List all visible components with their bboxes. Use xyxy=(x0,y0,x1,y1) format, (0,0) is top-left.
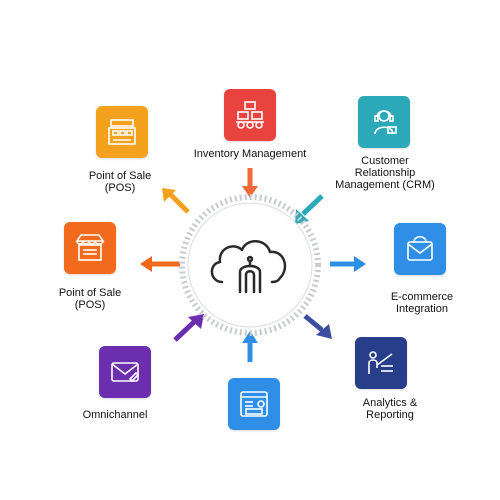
dashboard-cart-icon xyxy=(240,391,268,417)
pos-left-tile[interactable] xyxy=(64,222,116,274)
envelope-icon xyxy=(111,362,140,383)
crm-tile[interactable] xyxy=(358,96,410,148)
storefront-icon xyxy=(75,234,105,261)
cloud-icon xyxy=(210,240,287,294)
arrow-omnichannel xyxy=(173,314,204,342)
inventory-tile[interactable] xyxy=(224,89,276,141)
arrow-bottom xyxy=(242,331,258,362)
omnichannel-label: Omnichannel xyxy=(82,409,148,421)
ecommerce-label: E-commerce Integration xyxy=(390,291,454,315)
analytics-label: Analytics & Reporting xyxy=(362,397,418,421)
pos-top-tile[interactable] xyxy=(96,106,148,158)
crm-label: Customer Relationship Management (CRM) xyxy=(335,155,435,191)
bottom-tile[interactable] xyxy=(228,378,280,430)
arrow-analytics xyxy=(303,314,332,339)
pos-register-icon xyxy=(108,119,136,145)
pos-top-label: Point of Sale (POS) xyxy=(88,170,152,194)
analytics-tile[interactable] xyxy=(355,337,407,389)
arrow-pos-left xyxy=(140,256,180,272)
analytics-board-icon xyxy=(368,351,393,374)
arrow-pos-top xyxy=(162,188,190,214)
arrow-ecommerce xyxy=(330,256,366,272)
pos-left-label: Point of Sale (POS) xyxy=(58,287,122,311)
shopping-bag-icon xyxy=(407,235,433,261)
inventory-label: Inventory Management xyxy=(193,148,307,160)
omnichannel-tile[interactable] xyxy=(99,346,151,398)
ecommerce-tile[interactable] xyxy=(394,223,446,275)
warehouse-icon xyxy=(236,101,264,129)
arrow-inventory xyxy=(242,168,258,198)
customer-support-icon xyxy=(374,110,397,135)
